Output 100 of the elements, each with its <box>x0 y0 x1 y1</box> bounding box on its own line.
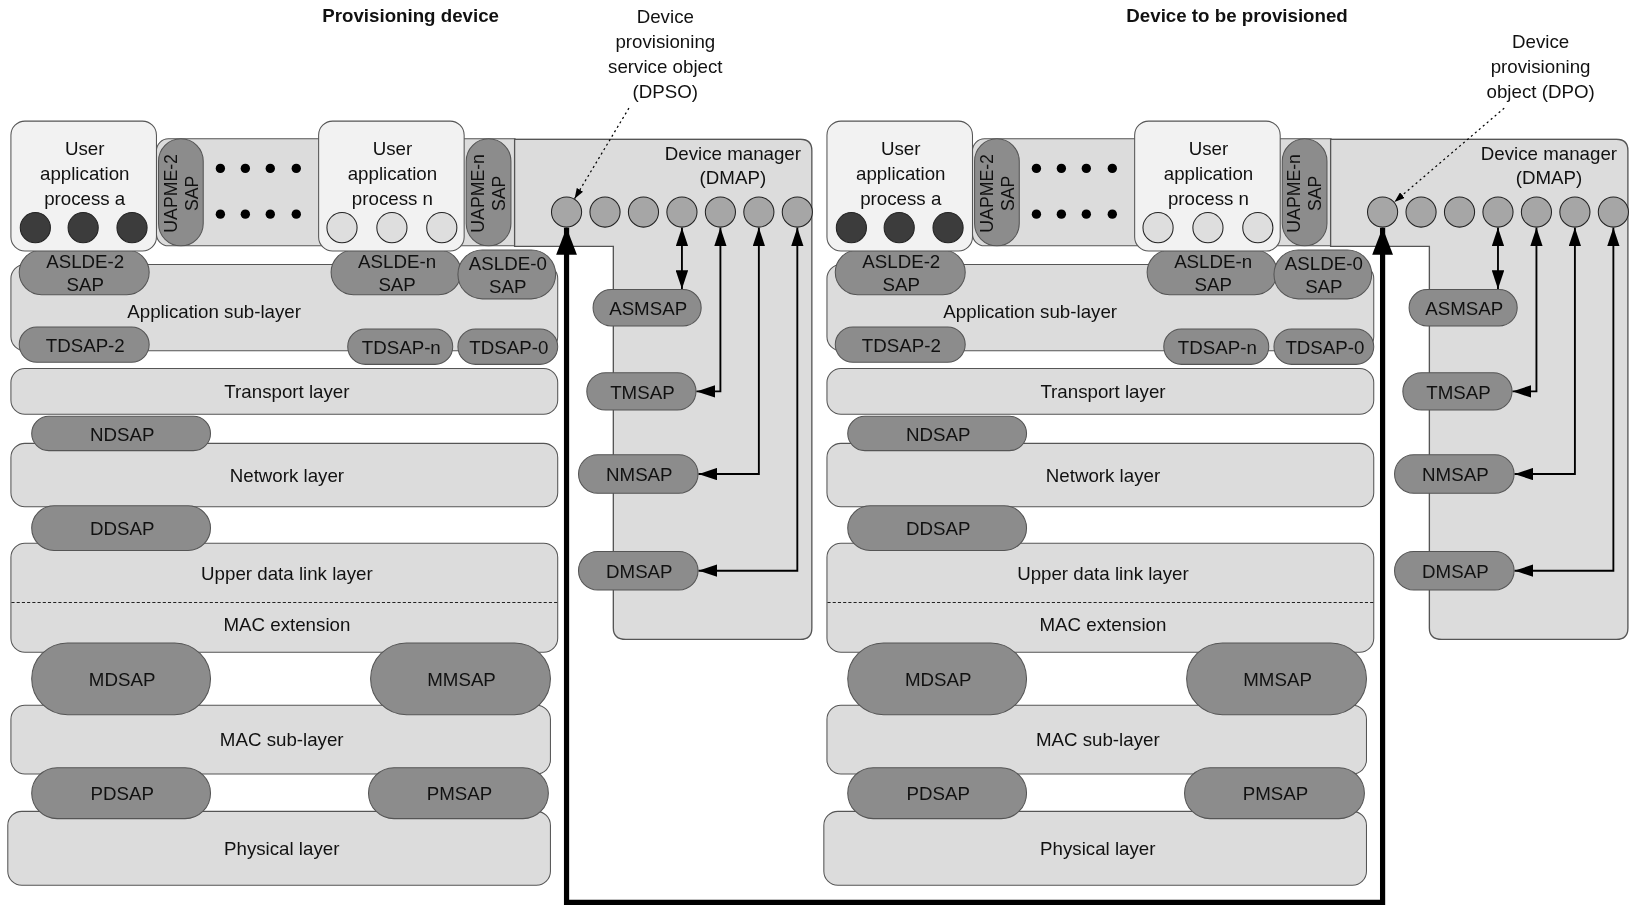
sap-block <box>847 767 1028 820</box>
process-box <box>318 120 465 252</box>
sap-block <box>974 138 1020 247</box>
node-label: DDSAP <box>88 517 156 541</box>
sap-block <box>457 249 557 300</box>
layer-block <box>10 368 559 415</box>
node-label: MAC sub-layer <box>219 728 344 752</box>
sap-block <box>1184 767 1365 820</box>
sap-block <box>1281 138 1328 247</box>
node-label: User application process n <box>346 137 439 211</box>
annotation-text: Device provisioning object (DPO) <box>1485 30 1596 104</box>
node-label: TDSAP-n <box>1176 336 1258 360</box>
node-label: PDSAP <box>905 782 971 806</box>
object-circle <box>1192 212 1224 244</box>
node-label: ASLDE-2 SAP <box>45 250 126 297</box>
node-label: NMSAP <box>1421 463 1490 487</box>
arrow <box>1491 226 1505 290</box>
thick-arrow <box>556 227 1393 905</box>
node-label: TDSAP-2 <box>44 334 126 358</box>
sap-block <box>368 767 549 820</box>
object-circle <box>116 212 148 244</box>
node-label: MMSAP <box>1242 668 1313 692</box>
sap-block <box>834 326 966 363</box>
layer-block <box>826 442 1375 508</box>
node-label: Application sub-layer <box>943 300 1118 324</box>
node-label: ASMSAP <box>608 297 689 321</box>
node-label: NMSAP <box>605 463 674 487</box>
node-label: Device manager (DMAP) <box>663 142 802 191</box>
node-label: ASLDE-n SAP <box>357 250 438 297</box>
heading: Device to be provisioned <box>1126 5 1348 28</box>
node-label: User application process a <box>855 137 947 211</box>
object-circle <box>1242 212 1274 244</box>
sap-block <box>1273 249 1373 300</box>
object-circle <box>376 212 408 244</box>
annotation-text: Device provisioning service object (DPSO) <box>607 5 724 104</box>
arrow <box>697 226 804 577</box>
object-circle <box>1142 212 1174 244</box>
node-label: DMSAP <box>605 560 674 584</box>
node-label: UAPME-2 SAP <box>977 153 1019 235</box>
arrow <box>1513 226 1620 577</box>
node-label: Network layer <box>229 464 345 488</box>
node-label: Transport layer <box>224 380 350 404</box>
node-label: PMSAP <box>1241 782 1310 806</box>
sap-block <box>465 138 512 247</box>
node-label: TDSAP-n <box>360 336 442 360</box>
sap-block <box>18 249 150 296</box>
object-circle <box>67 212 99 244</box>
node-label: Transport layer <box>1040 380 1166 404</box>
sap-block <box>31 505 212 551</box>
node-label: Physical layer <box>1040 836 1156 860</box>
node-label: ASLDE-0 SAP <box>467 252 548 299</box>
node-label: Application sub-layer <box>127 300 301 324</box>
node-label: MAC extension <box>1039 613 1167 637</box>
sap-block <box>1273 328 1375 365</box>
node-label: PMSAP <box>425 782 494 806</box>
node-label: MDSAP <box>903 668 973 692</box>
node-label: TDSAP-0 <box>468 336 550 360</box>
node-label: User application process n <box>1162 137 1255 211</box>
node-label: ASLDE-0 SAP <box>1283 252 1364 299</box>
sap-block <box>847 415 1028 452</box>
node-label: NDSAP <box>904 423 972 446</box>
heading: Provisioning device <box>322 5 499 28</box>
object-circle <box>883 212 915 244</box>
node-label: User application process a <box>39 137 131 211</box>
sap-block <box>1163 328 1270 365</box>
sap-block <box>370 642 551 716</box>
process-box <box>1134 120 1281 252</box>
node-label: PDSAP <box>89 782 155 806</box>
node-label: Upper data link layer <box>201 562 373 586</box>
node-label: TMSAP <box>1425 381 1492 404</box>
node-label: TDSAP-0 <box>1284 336 1366 360</box>
object-circle <box>326 212 358 244</box>
sap-block <box>457 328 559 365</box>
sap-block <box>18 326 150 363</box>
node-label: UAPME-2 SAP <box>161 153 203 235</box>
arrow <box>1511 226 1543 398</box>
node-label: NDSAP <box>88 423 156 446</box>
arrow <box>697 226 766 481</box>
node-label: Network layer <box>1045 464 1161 488</box>
arrow <box>675 226 689 290</box>
sap-block <box>330 249 462 296</box>
process-box <box>10 120 157 252</box>
node-label: ASLDE-2 SAP <box>861 250 942 297</box>
node-label: Device manager (DMAP) <box>1479 142 1619 191</box>
layer-block <box>823 810 1367 886</box>
node-label: TMSAP <box>609 381 676 404</box>
node-label: MAC extension <box>223 613 351 637</box>
node-label: Physical layer <box>224 836 340 860</box>
object-circle <box>426 212 458 244</box>
layer-block <box>826 368 1375 415</box>
layer-block <box>10 442 559 508</box>
object-circle <box>932 212 964 244</box>
node-label: MMSAP <box>426 668 497 692</box>
node-label: DMSAP <box>1421 560 1490 584</box>
sap-block <box>31 767 212 820</box>
node-label: TDSAP-2 <box>860 334 942 358</box>
node-label: ASMSAP <box>1424 297 1505 321</box>
sap-block <box>1186 642 1367 716</box>
process-box <box>826 120 973 252</box>
node-label: ASLDE-n SAP <box>1173 250 1254 297</box>
